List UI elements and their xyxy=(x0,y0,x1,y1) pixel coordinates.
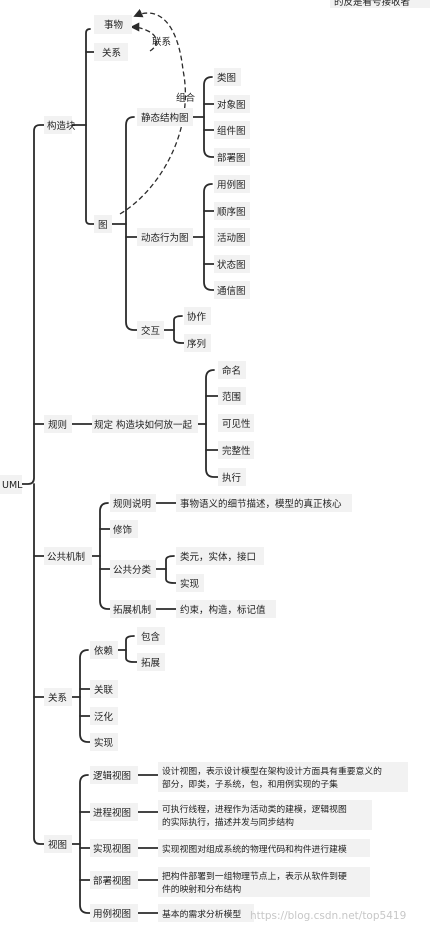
node-logical-view: 逻辑视图 xyxy=(93,770,131,782)
node-relation: 关系 xyxy=(102,47,121,59)
node-execution: 执行 xyxy=(222,472,242,484)
node-sequence: 序列 xyxy=(187,338,206,350)
node-realization: 实现 xyxy=(94,737,114,749)
deployment-view-desc-line1: 把构件部署到一组物理节点上，表示从软件到硬 xyxy=(162,870,347,882)
node-classifier-entity-interface: 类元，实体，接口 xyxy=(180,551,256,563)
node-activity-diagram: 活动图 xyxy=(217,232,246,244)
node-extend: 拓展 xyxy=(141,657,161,669)
node-collaboration: 协作 xyxy=(187,311,207,323)
process-view-desc-line2: 的实际执行，描述并发与同步结构 xyxy=(162,816,294,828)
dashed-combine-arrow xyxy=(119,8,187,215)
node-sequence-diagram: 顺序图 xyxy=(217,206,246,218)
node-thing: 事物 xyxy=(104,19,124,31)
logical-view-desc-line1: 设计视图，表示设计模型在架构设计方面具有重要意义的 xyxy=(162,765,382,777)
node-static-structure: 静态结构图 xyxy=(141,112,189,124)
corner-fragment-box xyxy=(330,0,430,8)
node-dynamic-behavior: 动态行为图 xyxy=(141,232,189,244)
node-usecase-diagram: 用例图 xyxy=(217,179,246,191)
node-relationships: 关系 xyxy=(48,692,67,704)
node-adornment: 修饰 xyxy=(113,524,132,536)
node-object-diagram: 对象图 xyxy=(217,99,246,111)
node-rules-desc: 规定 构造块如何放一起 xyxy=(94,419,193,431)
node-dependency: 依赖 xyxy=(94,645,114,657)
node-views: 视图 xyxy=(48,839,67,851)
node-class-diagram: 类图 xyxy=(217,72,236,84)
node-implementation-view: 实现视图 xyxy=(93,843,131,855)
node-build-blocks: 构造块 xyxy=(47,120,76,132)
node-specification-desc: 事物语义的细节描述，模型的真正核心 xyxy=(180,498,342,510)
node-realization-division: 实现 xyxy=(180,578,200,590)
node-communication-diagram: 通信图 xyxy=(217,285,246,297)
dashed-association-arrow xyxy=(130,22,158,52)
node-common-division: 公共分类 xyxy=(113,564,152,576)
watermark: https://blog.csdn.net/top5419 xyxy=(250,910,406,922)
node-generalization: 泛化 xyxy=(94,711,114,723)
usecase-view-desc: 基本的需求分析模型 xyxy=(162,908,241,920)
node-naming: 命名 xyxy=(222,365,241,377)
node-state-diagram: 状态图 xyxy=(217,259,246,271)
corner-fragment-text: 的反是看号接收者 xyxy=(334,0,410,8)
node-usecase-view: 用例视图 xyxy=(93,908,131,920)
node-extension-desc: 约束，构造，标记值 xyxy=(180,604,266,616)
deployment-view-desc-line2: 件的映射和分布结构 xyxy=(162,883,241,895)
node-visibility: 可见性 xyxy=(222,418,251,430)
node-association: 关联 xyxy=(94,684,114,696)
node-common-mechanisms: 公共机制 xyxy=(47,551,85,563)
node-process-view: 进程视图 xyxy=(93,807,131,819)
node-component-diagram: 组件图 xyxy=(217,125,246,137)
node-integrity: 完整性 xyxy=(222,445,251,457)
node-interaction: 交互 xyxy=(141,325,161,337)
node-deployment-diagram: 部署图 xyxy=(217,152,246,164)
node-diagram: 图 xyxy=(98,220,108,231)
node-deployment-view: 部署视图 xyxy=(93,875,131,887)
implementation-view-desc: 实现视图对组成系统的物理代码和构件进行建模 xyxy=(162,843,347,855)
node-rules: 规则 xyxy=(48,419,67,431)
association-label: 联系 xyxy=(152,37,171,48)
node-include: 包含 xyxy=(141,631,161,643)
process-view-desc-line1: 可执行线程，进程作为活动类的建模，逻辑视图 xyxy=(162,803,347,815)
root-node: UML xyxy=(2,480,23,491)
node-scope: 范围 xyxy=(222,391,241,403)
node-specification: 规则说明 xyxy=(113,498,151,510)
combine-label: 组合 xyxy=(176,92,196,104)
logical-view-desc-line2: 部分，即类，子系统，包，和用例实现的子集 xyxy=(162,778,338,790)
node-extension-mechanism: 拓展机制 xyxy=(113,604,151,616)
